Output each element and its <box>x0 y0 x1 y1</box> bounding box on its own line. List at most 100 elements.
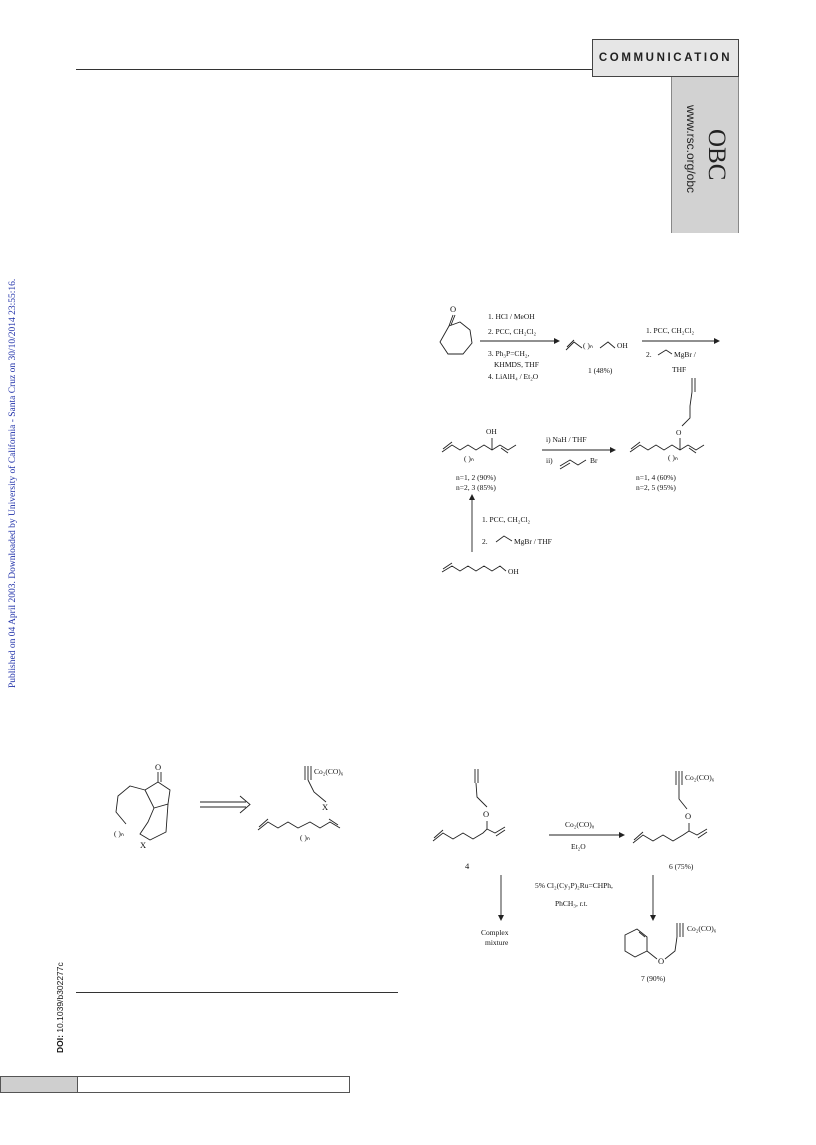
step2-reagent-2: 2. <box>646 350 652 359</box>
chain-vinyl-double <box>328 818 339 826</box>
chain-double <box>258 818 269 828</box>
hexenol-oh: OH <box>508 567 519 576</box>
s2-reagent-bottom: Et₂O <box>571 842 586 851</box>
s2-reagent-top: Co₂(CO)₈ <box>565 820 595 829</box>
product1-alkene-double <box>566 339 575 348</box>
step3-reagent-2: ii) <box>546 456 553 465</box>
ether-double <box>630 441 641 450</box>
header-rule <box>76 69 592 70</box>
tetrahydrofuran-ring <box>139 803 169 841</box>
step3-reagent-3: Br <box>590 456 598 465</box>
p6-vinyl-double <box>697 831 708 839</box>
step4-vinyl <box>495 535 513 543</box>
propargyl-bromide <box>559 459 587 467</box>
product1-n: ( )ₙ <box>583 341 593 350</box>
product1-label: 1 (48%) <box>588 366 613 375</box>
step2-vinyl <box>657 349 673 356</box>
retro-cobalt-complex: Co₂(CO)₆ <box>314 767 344 776</box>
complex-mixture-1: Complex <box>481 928 509 937</box>
p7-cobalt-complex: Co₂(CO)₆ <box>687 924 717 933</box>
ether-yield-2: n=2, 5 (95%) <box>636 483 676 492</box>
step1-reagent-5: 4. LiAlH₄ / Et₂O <box>488 372 539 381</box>
section-label: COMMUNICATION <box>592 39 739 77</box>
compound4-label: 4 <box>465 861 470 871</box>
p6-cobalt-complex: Co₂(CO)₆ <box>685 773 715 782</box>
step1-reagent-4: KHMDS, THF <box>494 360 539 369</box>
arrow-2-head <box>714 338 720 344</box>
alcohol-vinyl <box>499 444 517 451</box>
cyclohexane-ring <box>115 785 146 825</box>
bicyclic-x: X <box>140 840 146 850</box>
alcohol-chain <box>441 444 501 453</box>
s2-arrow-down-right-head <box>650 915 656 921</box>
lactone-ring <box>439 321 473 355</box>
s2-chain <box>432 826 506 842</box>
s2-ether-oxygen: O <box>483 809 489 819</box>
step4-reagent-2: 2. <box>482 537 488 546</box>
rcm-reagent-1: 5% Cl₂(Cy₃P)₂Ru=CHPh, <box>535 881 613 890</box>
journal-url[interactable]: www.rsc.org/obc <box>684 105 698 194</box>
rcm-reagent-2: PhCH₃, r.t. <box>555 899 588 908</box>
propargyl-arm <box>307 779 327 803</box>
ether-vinyl-double <box>688 447 697 454</box>
arrow-1-head <box>554 338 560 344</box>
p6-oxygen: O <box>685 811 691 821</box>
product1-oh: OH <box>617 341 628 350</box>
arrow-4-head <box>469 494 475 500</box>
p7-o-bond <box>646 950 658 960</box>
ether-propargyl <box>681 391 693 427</box>
carbonyl-bond <box>448 314 454 327</box>
scheme-2: O 4 Co₂(CO)₈ Et₂O Co₂(CO)₆ O 6 (75%) Com… <box>432 769 717 983</box>
product1-chain <box>599 341 616 349</box>
ether-vinyl <box>687 444 705 451</box>
p6-chain <box>632 828 708 844</box>
bicyclic-n: ( )ₙ <box>114 829 124 838</box>
alcohol-n: ( )ₙ <box>464 454 474 463</box>
journal-short-title: OBC <box>703 129 730 181</box>
hexenol-chain <box>441 565 507 573</box>
retrosynthesis: O ( )ₙ X Co₂(CO)₆ X ( )ₙ <box>114 762 344 850</box>
s2-chain-double <box>433 829 444 839</box>
s2-arrow-1-head <box>619 832 625 838</box>
p7-propargyl <box>664 936 678 960</box>
doi[interactable]: DOI: 10.1039/b302277c <box>55 962 65 1053</box>
product6-label: 6 (75%) <box>669 862 694 871</box>
step2-reagent-3: MgBr / <box>674 350 697 359</box>
carbonyl-bond-2 <box>450 314 456 326</box>
step1-reagent-1: 1. HCl / MeOH <box>488 312 535 321</box>
ether-oxygen: O <box>676 428 682 437</box>
s2-arrow-down-left-head <box>498 915 504 921</box>
p7-ring-double <box>638 931 646 938</box>
alcohol-yield-2: n=2, 3 (85%) <box>456 483 496 492</box>
p7-cyclohexene <box>624 928 648 958</box>
page-footer-segment <box>1 1077 78 1092</box>
chain-backbone <box>257 821 341 831</box>
cyclopentenone-ring <box>144 781 171 809</box>
step2-reagent-4: THF <box>672 365 686 374</box>
product7-label: 7 (90%) <box>641 974 666 983</box>
doi-label: DOI: <box>55 1035 65 1053</box>
ether-n: ( )ₙ <box>668 453 678 462</box>
s2-vinyl-double <box>495 829 506 837</box>
ether-yield-1: n=1, 4 (60%) <box>636 473 676 482</box>
retro-arrow-head <box>239 795 251 814</box>
ether-chain <box>629 444 689 453</box>
journal-tab: OBC www.rsc.org/obc <box>671 77 739 233</box>
p6-propargyl <box>678 785 688 810</box>
page-footer-bar <box>0 1076 350 1093</box>
alcohol-oh: OH <box>486 427 497 436</box>
p6-chain-double <box>633 831 644 841</box>
doi-value: 10.1039/b302277c <box>55 962 65 1033</box>
propargyl-triple <box>559 462 571 470</box>
step4-reagent-1: 1. PCC, CH₂Cl₂ <box>482 515 531 524</box>
chain-n: ( )ₙ <box>300 833 310 842</box>
published-note[interactable]: Published on 04 April 2003. Downloaded b… <box>8 278 18 688</box>
step1-reagent-3: 3. Ph₃P=CH₂, <box>488 349 529 358</box>
hexenol-double <box>442 562 453 570</box>
alcohol-double <box>442 441 453 450</box>
footer-rule <box>76 992 398 993</box>
product1-alkene <box>565 341 583 351</box>
ketone-oxygen: O <box>155 762 161 772</box>
s2-propargyl <box>475 782 488 808</box>
lactone-oxygen: O <box>450 304 456 314</box>
